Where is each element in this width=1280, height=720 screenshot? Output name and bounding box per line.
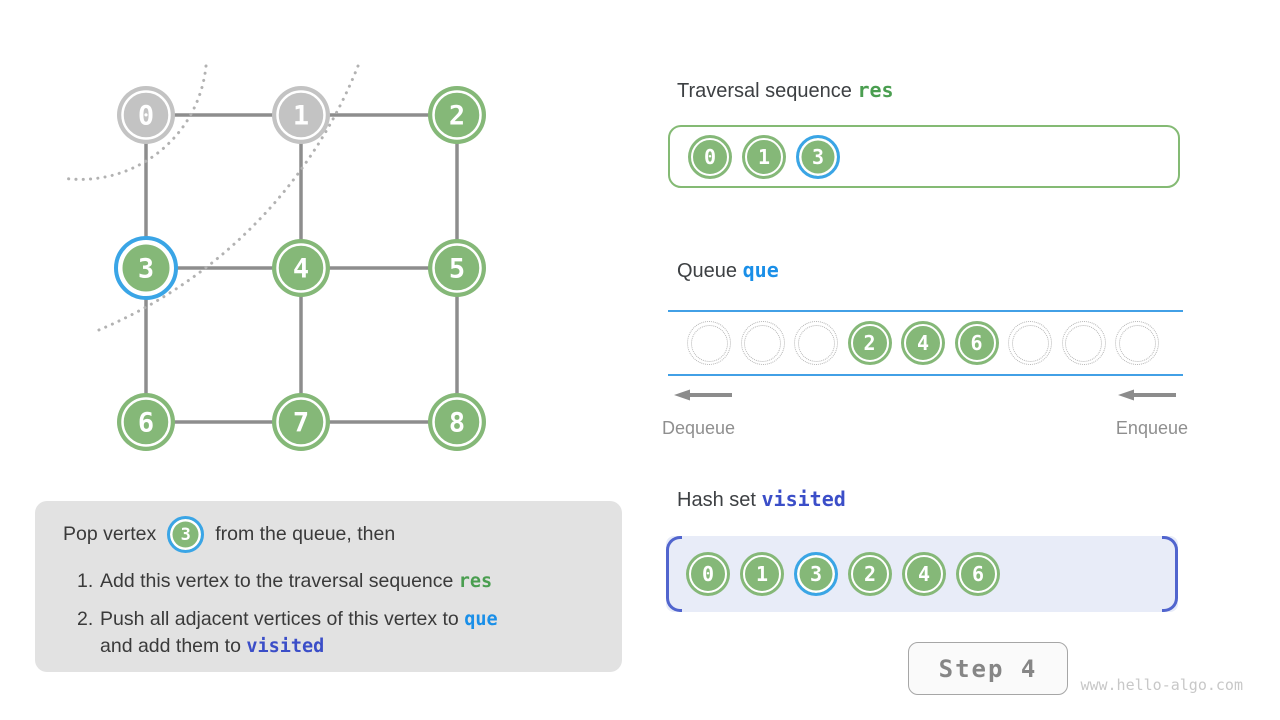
dequeue-label: Dequeue [662,418,736,438]
explanation-step-1: 1. Add this vertex to the traversal sequ… [77,568,622,596]
graph-vertex-2: 2 [428,86,486,144]
step-2-text-main: Push all adjacent vertices of this verte… [100,607,465,630]
vertex-label: 5 [449,254,465,285]
chip-label: 3 [811,144,825,169]
chip-label: 2 [863,562,877,586]
hash-item-0: 0 [686,552,730,596]
res-item-current: 3 [796,134,840,179]
que-code-inline: que [464,608,498,630]
step-label: Step 4 [938,654,1038,683]
queue-slot-empty [740,321,785,365]
graph-vertex-4: 4 [272,239,330,297]
chip-label: 6 [970,331,983,355]
vertex-label: 7 [293,408,309,439]
queue-section-title: Queue que [677,258,779,283]
queue-item-4: 4 [901,321,945,365]
graph-vertex-3-current: 3 [114,236,178,300]
graph-vertex-6: 6 [117,393,175,451]
queue-slot-empty [687,321,731,365]
chip-label: 4 [917,562,931,586]
explanation-intro-line: Pop vertex 3 from the queue, then [63,516,622,553]
graph-vertex-8: 8 [428,393,486,451]
step-button[interactable]: Step 4 [908,642,1068,695]
watermark-url: www.hello-algo.com [1080,676,1243,694]
hash-item-current: 3 [794,552,838,596]
dequeue-arrow-icon [674,389,732,401]
vertex-label: 8 [449,408,465,439]
chip-label: 0 [703,144,717,169]
visited-code-inline: visited [246,636,325,657]
queue-item-6: 6 [954,321,999,365]
step-2-text: Push all adjacent vertices of this verte… [100,606,498,661]
queue-slot-empty [1115,321,1159,365]
step-1-text-main: Add this vertex to the traversal sequenc… [100,570,459,592]
hash-set-box: 0 1 3 2 4 6 [666,536,1178,612]
list-number: 1. [77,570,94,592]
current-vertex-chip: 3 [167,516,205,553]
list-number: 2. [77,607,94,630]
traversal-title-text: Traversal sequence [677,80,858,102]
chip-label: 3 [809,562,823,586]
res-code-label: res [857,78,894,102]
queue-strip: 2 4 6 [668,310,1183,376]
step-2-text-line2: and add them to [100,635,247,657]
vertex-label: 2 [449,101,465,132]
bfs-wave-arc-2 [92,64,360,334]
vertex-label: 6 [138,408,154,439]
chip-label: 2 [863,331,876,355]
queue-slot-empty [1008,321,1052,365]
hash-set-title-text: Hash set [677,489,762,511]
graph-vertex-5: 5 [428,239,486,297]
res-item-0: 0 [688,134,732,179]
chip-label: 6 [971,562,985,586]
hash-item-1: 1 [740,552,784,596]
graph-vertex-0: 0 [117,86,175,144]
traversal-section-title: Traversal sequence res [677,78,894,103]
chip-label: 0 [701,562,715,586]
intro-text-after: from the queue, then [215,523,396,545]
hash-set-section-title: Hash set visited [677,487,846,512]
intro-text-before: Pop vertex [63,523,157,545]
vertex-label: 1 [293,101,309,132]
enqueue-label: Enqueue [1115,418,1188,438]
chip-label: 4 [916,331,930,355]
queue-slot-empty [794,321,838,365]
hash-item-2: 2 [848,552,892,596]
graph-canvas: 0 1 2 3 4 5 6 [60,64,486,451]
hash-item-6: 6 [956,552,1000,596]
queue-slot-empty [1061,321,1106,365]
graph-vertex-1: 1 [272,86,330,144]
step-1-text: Add this vertex to the traversal sequenc… [100,568,492,596]
explanation-box: Pop vertex 3 from the queue, then 1. Add… [35,501,622,672]
res-item-1: 1 [742,134,786,179]
queue-title-text: Queue [677,260,743,282]
res-code-inline: res [458,571,493,592]
visited-code-label: visited [761,487,846,511]
chip-label: 1 [755,562,769,586]
vertex-label: 3 [138,254,154,285]
vertex-label: 4 [293,254,309,285]
queue-item-2: 2 [847,321,892,365]
bfs-wave-arc-1 [60,64,208,181]
enqueue-arrow-icon [1118,389,1176,401]
chip-label: 3 [180,524,191,545]
que-code-label: que [742,258,779,282]
traversal-sequence-box: 0 1 3 [668,125,1180,188]
vertex-label: 0 [138,101,154,132]
chip-label: 1 [757,144,771,169]
graph-vertex-7: 7 [272,393,330,451]
explanation-step-2: 2. Push all adjacent vertices of this ve… [77,606,622,661]
hash-item-4: 4 [902,552,946,596]
